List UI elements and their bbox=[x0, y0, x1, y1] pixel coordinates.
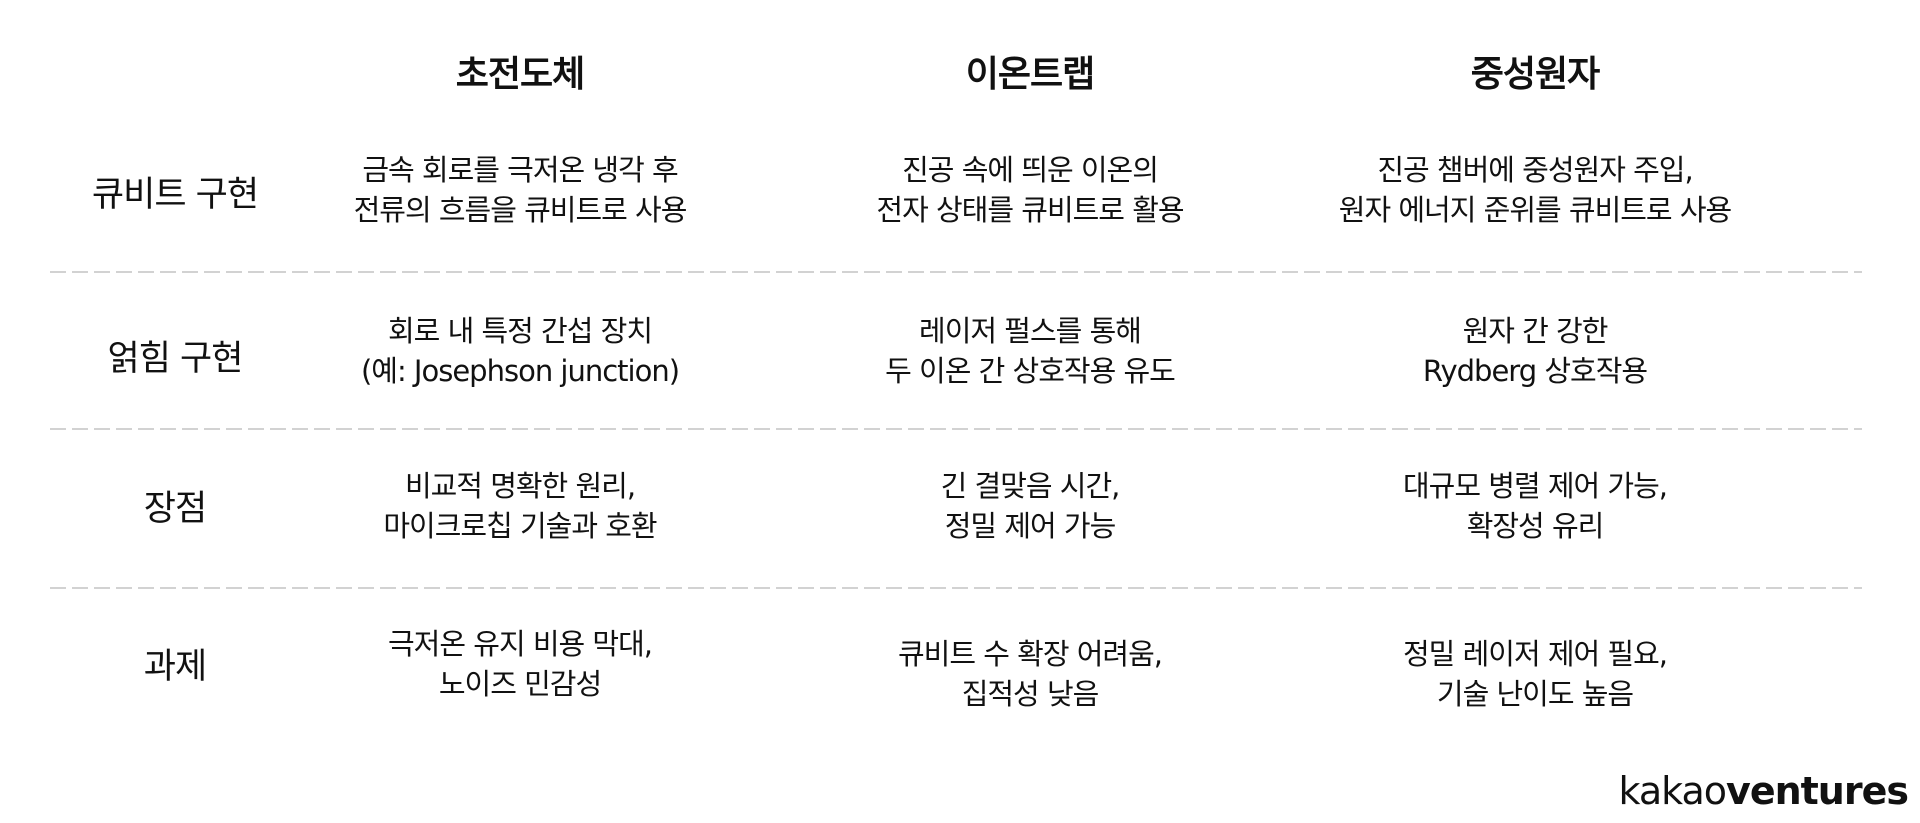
table-cell: 원자 간 강한 Rydberg 상호작용 bbox=[1422, 314, 1648, 388]
table-cell: 레이저 펄스를 통해 두 이온 간 상호작용 유도 bbox=[885, 314, 1176, 388]
table-cell: 진공 챔버에 중성원자 주입, 원자 에너지 준위를 큐비트로 사용 bbox=[1338, 153, 1732, 227]
column-header-superconductor: 초전도체 bbox=[455, 54, 585, 95]
table-cell: 극저온 유지 비용 막대, 노이즈 민감성 bbox=[388, 627, 653, 701]
row-divider bbox=[50, 587, 1862, 589]
row-divider bbox=[50, 428, 1862, 430]
table-cell: 대규모 병렬 제어 가능, 확장성 유리 bbox=[1403, 469, 1668, 543]
table-cell: 회로 내 특정 간섭 장치 (예: Josephson junction) bbox=[360, 314, 680, 388]
table-cell: 긴 결맞음 시간, 정밀 제어 가능 bbox=[940, 469, 1121, 543]
table-cell: 진공 속에 띄운 이온의 전자 상태를 큐비트로 활용 bbox=[876, 153, 1184, 227]
table-cell: 정밀 레이저 제어 필요, 기술 난이도 높음 bbox=[1403, 637, 1668, 711]
row-label-qubit-implementation: 큐비트 구현 bbox=[91, 175, 259, 215]
row-divider bbox=[50, 271, 1862, 273]
logo-text-ventures: ventures bbox=[1726, 769, 1909, 813]
row-label-entanglement-implementation: 얽힘 구현 bbox=[107, 339, 244, 379]
table-cell: 금속 회로를 극저온 냉각 후 전류의 흐름을 큐비트로 사용 bbox=[353, 153, 688, 227]
logo-text-kakao: kakao bbox=[1618, 769, 1727, 813]
table-cell: 비교적 명확한 원리, 마이크로칩 기술과 호환 bbox=[383, 469, 657, 543]
column-header-ion-trap: 이온트랩 bbox=[965, 54, 1095, 95]
kakao-ventures-logo: kakaoventures bbox=[1618, 769, 1909, 813]
column-header-neutral-atom: 중성원자 bbox=[1470, 54, 1600, 95]
row-label-advantages: 장점 bbox=[143, 489, 207, 529]
row-label-challenges: 과제 bbox=[143, 647, 207, 687]
table-cell: 큐비트 수 확장 어려움, 집적성 낮음 bbox=[898, 637, 1163, 711]
